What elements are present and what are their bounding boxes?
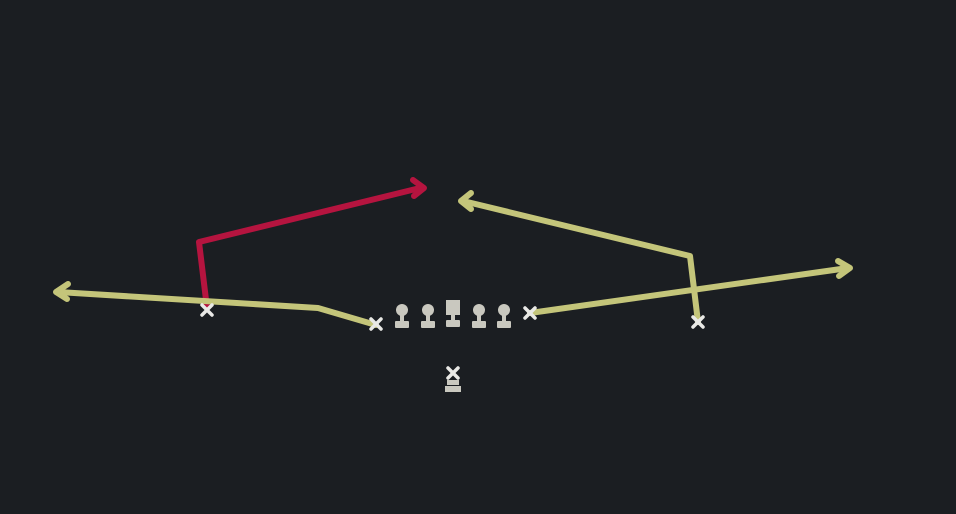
x-icon bbox=[523, 306, 537, 320]
x-icon bbox=[200, 303, 214, 317]
x-icon bbox=[369, 317, 383, 331]
left-flat-route bbox=[55, 289, 379, 328]
lineman-icon bbox=[472, 304, 486, 328]
post-route bbox=[196, 185, 423, 311]
offensive-line bbox=[395, 300, 511, 328]
right-flat-route-arrowhead bbox=[835, 258, 853, 279]
corner-back-route bbox=[460, 198, 701, 325]
left-flat-route-arrowhead bbox=[53, 281, 71, 302]
lineman-icon bbox=[395, 304, 409, 328]
corner-back-route-arrowhead bbox=[458, 190, 474, 212]
x-icon bbox=[691, 315, 705, 329]
right-flat-route bbox=[527, 265, 851, 316]
center-icon bbox=[446, 300, 460, 327]
post-route-arrowhead bbox=[410, 177, 427, 199]
receivers bbox=[200, 303, 705, 392]
running-back-icon bbox=[445, 366, 461, 392]
routes bbox=[53, 177, 853, 328]
lineman-icon bbox=[421, 304, 435, 328]
lineman-icon bbox=[497, 304, 511, 328]
